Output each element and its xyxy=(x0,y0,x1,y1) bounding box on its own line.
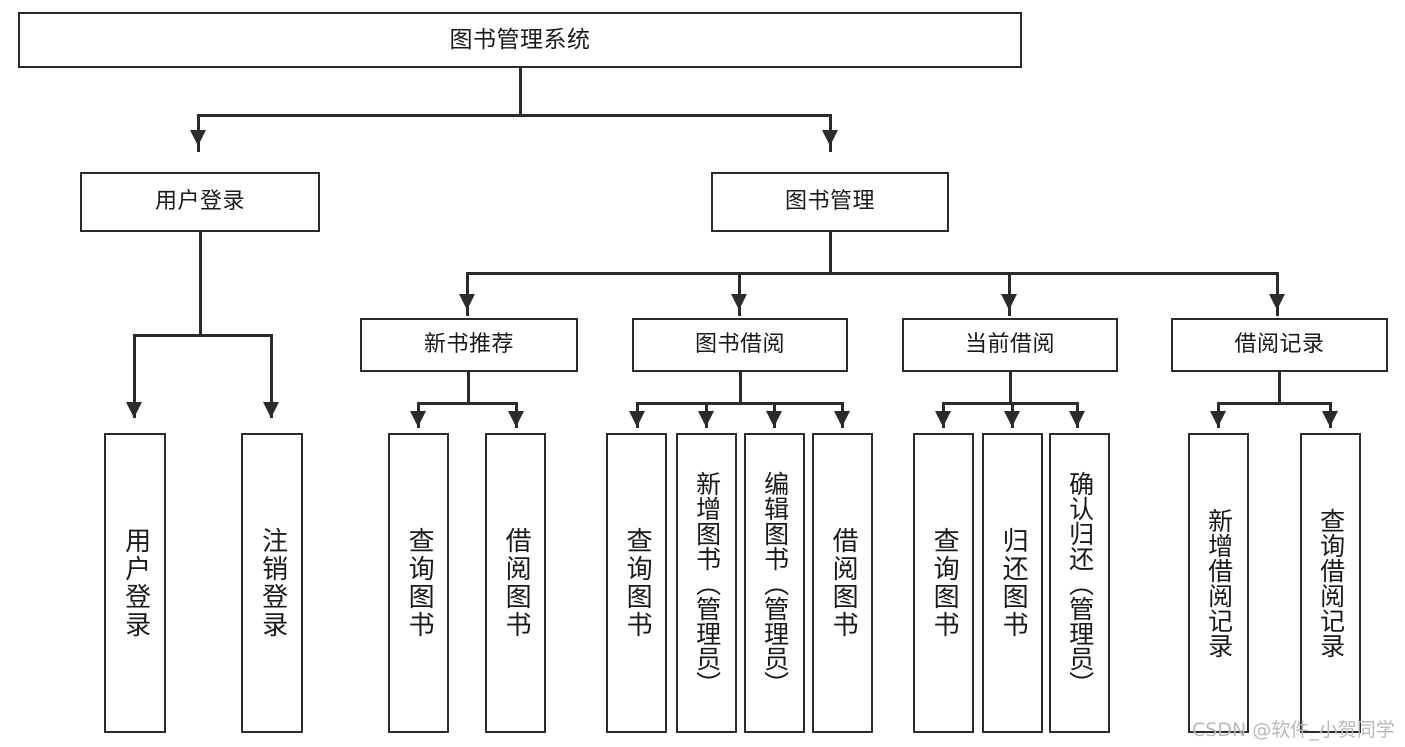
node-label: 查询借阅记录 xyxy=(1316,508,1346,658)
leaf-user-login-logout[interactable]: 注销登录 xyxy=(241,433,303,733)
connector-borrow-bus xyxy=(636,402,843,405)
connector-root-bus xyxy=(197,114,832,117)
node-new-book-recommend[interactable]: 新书推荐 xyxy=(360,318,578,372)
arrowhead-recommend-leaf-0 xyxy=(410,411,426,427)
node-book-management[interactable]: 图书管理 xyxy=(711,172,949,232)
connector-recommend-bus xyxy=(417,402,518,405)
connector-record-stem xyxy=(1278,372,1281,404)
arrowhead-current-leaf-1 xyxy=(1004,411,1020,427)
node-label: 查询图书 xyxy=(622,527,653,639)
connector-user-login-bus xyxy=(133,334,270,337)
node-label: 用户登录 xyxy=(120,527,151,639)
arrowhead-record-leaf-1 xyxy=(1322,411,1338,427)
arrowhead-tier3-1 xyxy=(731,294,747,310)
node-root-system[interactable]: 图书管理系统 xyxy=(18,12,1022,68)
leaf-user-login-login[interactable]: 用户登录 xyxy=(104,433,166,733)
connector-user-login-stem xyxy=(199,232,202,336)
node-label: 用户登录 xyxy=(154,189,245,215)
leaf-borrow-edit-book-admin[interactable]: 编辑图书（管理员） xyxy=(744,433,805,733)
node-label: 图书管理系统 xyxy=(449,26,591,53)
arrowhead-borrow-leaf-3 xyxy=(834,411,850,427)
connector-book-mgmt-bus xyxy=(466,272,1278,275)
arrowhead-current-leaf-0 xyxy=(935,411,951,427)
connector-current-stem xyxy=(1009,372,1012,404)
leaf-record-query-record[interactable]: 查询借阅记录 xyxy=(1300,433,1361,733)
connector-current-bus xyxy=(942,402,1079,405)
node-label: 新增借阅记录 xyxy=(1204,508,1234,658)
node-label: 新增图书（管理员） xyxy=(692,470,722,696)
connector-recommend-stem xyxy=(467,372,470,404)
connector-root-stem xyxy=(519,68,522,116)
arrowhead-current-leaf-2 xyxy=(1069,411,1085,427)
arrowhead-record-leaf-0 xyxy=(1210,411,1226,427)
connector-borrow-stem xyxy=(739,372,742,404)
leaf-recommend-query-book[interactable]: 查询图书 xyxy=(388,433,449,733)
leaf-current-confirm-return-admin[interactable]: 确认归还（管理员） xyxy=(1049,433,1110,733)
arrowhead-user-login-leaf-0 xyxy=(126,402,142,418)
node-label: 借阅图书 xyxy=(501,527,532,639)
node-label: 新书推荐 xyxy=(423,332,514,358)
node-label: 查询图书 xyxy=(929,527,960,639)
node-label: 编辑图书（管理员） xyxy=(760,470,790,696)
node-label: 注销登录 xyxy=(257,527,288,639)
node-label: 图书借阅 xyxy=(694,332,785,358)
arrowhead-tier3-2 xyxy=(1001,294,1017,310)
arrowhead-user-login xyxy=(190,130,206,146)
arrowhead-borrow-leaf-0 xyxy=(629,411,645,427)
arrowhead-tier3-0 xyxy=(459,294,475,310)
node-borrow-record[interactable]: 借阅记录 xyxy=(1171,318,1388,372)
node-label: 当前借阅 xyxy=(964,332,1055,358)
node-label: 查询图书 xyxy=(404,527,435,639)
leaf-current-query-book[interactable]: 查询图书 xyxy=(913,433,974,733)
connector-record-bus xyxy=(1217,402,1332,405)
connector-user-login-to-leaf-0 xyxy=(133,334,136,418)
arrowhead-borrow-leaf-1 xyxy=(698,411,714,427)
arrowhead-user-login-leaf-1 xyxy=(263,402,279,418)
leaf-borrow-borrow-book[interactable]: 借阅图书 xyxy=(812,433,873,733)
node-book-borrow[interactable]: 图书借阅 xyxy=(632,318,848,372)
arrowhead-tier3-3 xyxy=(1269,294,1285,310)
leaf-borrow-add-book-admin[interactable]: 新增图书（管理员） xyxy=(676,433,737,733)
node-label: 确认归还（管理员） xyxy=(1065,470,1095,696)
arrowhead-book-mgmt xyxy=(822,130,838,146)
connector-user-login-to-leaf-1 xyxy=(270,334,273,418)
node-user-login[interactable]: 用户登录 xyxy=(80,172,320,232)
node-current-borrow[interactable]: 当前借阅 xyxy=(902,318,1118,372)
leaf-current-return-book[interactable]: 归还图书 xyxy=(982,433,1043,733)
leaf-record-add-record[interactable]: 新增借阅记录 xyxy=(1188,433,1249,733)
node-label: 图书管理 xyxy=(784,189,875,215)
arrowhead-recommend-leaf-1 xyxy=(508,411,524,427)
node-label: 借阅图书 xyxy=(828,527,859,639)
connector-book-mgmt-stem xyxy=(829,232,832,274)
node-label: 借阅记录 xyxy=(1234,332,1325,358)
node-label: 归还图书 xyxy=(998,527,1029,639)
arrowhead-borrow-leaf-2 xyxy=(766,411,782,427)
leaf-borrow-query-book[interactable]: 查询图书 xyxy=(606,433,667,733)
leaf-recommend-borrow-book[interactable]: 借阅图书 xyxy=(485,433,546,733)
